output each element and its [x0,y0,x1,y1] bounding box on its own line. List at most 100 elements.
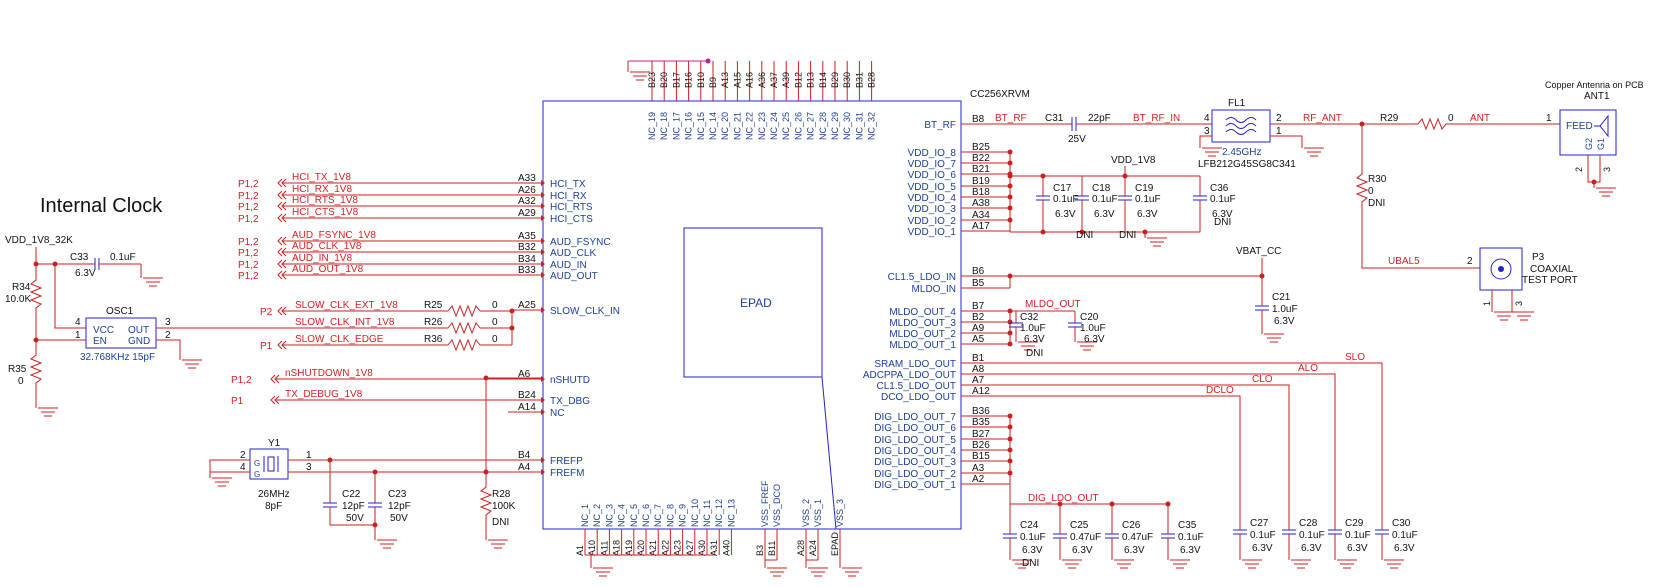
c31-volt: 25V [1068,134,1086,145]
ldo-cap-val-2: 0.1uF [1345,530,1371,541]
top-pin-label-13: NC_27 [806,112,816,140]
top-pin-num-15: B29 [830,72,840,88]
p3-pin-2: 2 [1467,256,1473,267]
top-pin-label-8: NC_22 [745,112,755,140]
ldo-cap-volt-0: 6.3V [1252,543,1273,554]
ldo-net-3: DCLO [1206,385,1234,396]
osc-out: OUT [128,325,149,336]
vss-pin-label-0: VSS_FREF [760,480,770,527]
right-pin-label-18: DCO_LDO_OUT [881,392,956,403]
right-pin-num-17: A7 [972,375,985,386]
ldo-cap-ref-0: C27 [1250,518,1269,529]
left-net-3: HCI_CTS_1V8 [292,207,359,218]
slow-res-val-1: 0 [492,317,498,328]
osc1-part: 32.768KHz 15pF [80,352,155,363]
ldo-cap-val-0: 0.1uF [1250,530,1276,541]
vss-pin-num-2: A28 [796,540,806,556]
top-pin-num-2: B17 [671,72,681,88]
dig-cap-val-0: 0.1uF [1020,532,1046,543]
right-pin-num-25: A2 [972,474,985,485]
c20-val: 1.0uF [1080,323,1106,334]
bottom-pin-num-12: A40 [721,540,731,556]
p3-line2: TEST PORT [1522,275,1578,286]
bottom-pins: NC_1A1NC_2A10NC_3A11NC_4A18NC_5A19NC_6A2… [575,480,863,577]
top-pin-label-7: NC_21 [732,112,742,140]
ant1-ref: ANT1 [1584,91,1610,102]
left-pin-label-0: HCI_TX [550,179,586,190]
vss-pin-num-1: B11 [767,541,777,556]
osc-pin-1: 1 [75,330,81,341]
right-pin-label-17: CL1.5_LDO_OUT [877,381,956,392]
right-pin-label-11: MLDO_OUT_4 [889,307,956,318]
left-pin-label-1: HCI_RX [550,191,587,202]
top-pin-num-3: B16 [684,72,694,88]
ant1-gnd-3: 3 [1602,167,1612,172]
vbat-label: VBAT_CC [1236,246,1281,257]
c32-ref: C32 [1020,312,1039,323]
top-pin-num-6: A13 [720,72,730,88]
right-pin-label-4: VDD_IO_5 [908,182,957,193]
right-pin-num-20: B35 [972,417,990,428]
dig-cap-ref-2: C26 [1122,520,1141,531]
ldo-cap-val-1: 0.1uF [1299,530,1325,541]
slow-net-1: SLOW_CLK_INT_1V8 [295,317,395,328]
right-pin-label-8: VDD_IO_1 [908,227,957,238]
y1-g2: G [254,470,260,479]
c20-ref: C20 [1080,312,1099,323]
left-src-9: P1,2 [231,375,252,386]
ldo-cap-ref-2: C29 [1345,518,1364,529]
vdd-cap-ref-1: C18 [1092,183,1111,194]
fl1-ref: FL1 [1228,98,1246,109]
ldo-output-section: SLOALOCLODCLOC270.1uF6.3VC280.1uF6.3VC29… [961,352,1418,569]
left-src-3: P1,2 [238,214,259,225]
left-pin-num-0: A33 [518,173,536,184]
osc-vcc: VCC [93,325,114,336]
y1-pin-3: 3 [306,462,312,473]
vss-pin-num-3: A24 [808,540,818,556]
right-pin-label-20: DIG_LDO_OUT_6 [874,423,956,434]
top-pin-label-17: NC_31 [854,112,864,140]
top-pin-label-9: NC_23 [757,112,767,140]
top-pin-label-0: NC_19 [647,112,657,140]
c21-volt: 6.3V [1274,316,1295,327]
left-pin-num-2: A32 [518,196,536,207]
ant1-gnd-2: 2 [1574,167,1584,172]
right-pin-num-9: B6 [972,266,985,277]
bt-rf-in-net: BT_RF_IN [1133,113,1180,124]
left-net-1: HCI_RX_1V8 [292,184,352,195]
c22-val: 12pF [342,501,365,512]
left-pin-num-7: B33 [518,265,536,276]
osc1-ref: OSC1 [106,306,134,317]
y1-pin-2: 2 [240,450,246,461]
left-pin-label-11: NC [550,408,564,419]
vdd-cap-ref-0: C17 [1053,183,1072,194]
ant1-desc: Copper Antenna on PCB [1545,80,1644,90]
y1-g1: G [254,459,260,468]
c23-ref: C23 [388,489,407,500]
bottom-pin-label-11: NC_12 [714,499,724,527]
r34-resistor [29,264,43,340]
bottom-pin-num-9: A27 [685,540,695,556]
osc1-body [85,317,157,349]
ldo-cap-volt-1: 6.3V [1301,543,1322,554]
vss-pin-num-0: B3 [755,545,765,556]
left-pin-num-5: B32 [518,242,536,253]
top-pin-num-11: A39 [781,72,791,88]
osc-pin-2: 2 [165,330,171,341]
ubal5-net: UBAL5 [1388,256,1420,267]
left-net-6: AUD_IN_1V8 [292,253,352,264]
r29-resistor [1417,117,1447,131]
right-pin-label-3: VDD_IO_6 [908,170,957,181]
right-pin-label-24: DIG_LDO_OUT_2 [874,469,956,480]
r28-resistor [479,378,493,540]
c21-ref: C21 [1272,292,1291,303]
ldo-net-1: ALO [1298,363,1318,374]
vdd-cap-val-2: 0.1uF [1135,194,1161,205]
c22-volt: 50V [346,513,364,524]
right-pin-num-8: A17 [972,221,990,232]
bottom-pin-label-9: NC_10 [690,499,700,527]
left-pin-num-11: A14 [518,402,536,413]
vdd-cap-val-0: 0.1uF [1053,194,1079,205]
osc-en: EN [93,336,107,347]
